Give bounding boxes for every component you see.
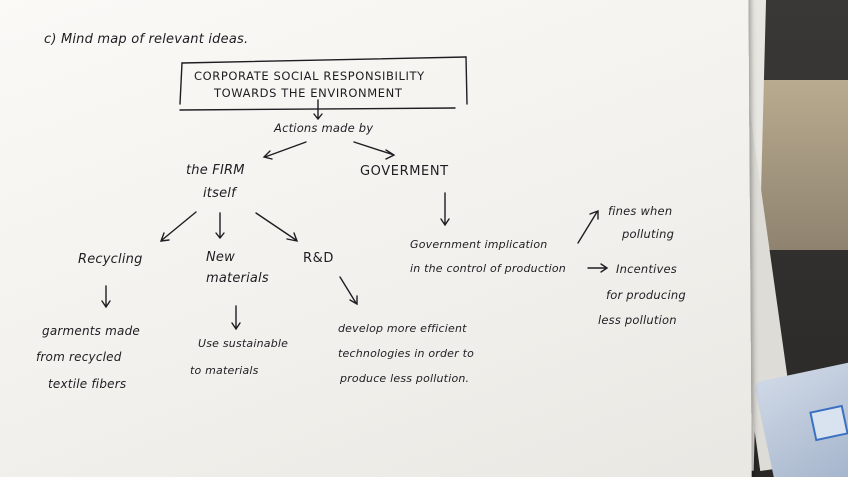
- recycling-label: Recycling: [78, 252, 143, 267]
- arrow-firm-to-rd: [256, 213, 297, 241]
- incentives-line2: for producing: [606, 288, 686, 302]
- fines-line2: polluting: [622, 227, 674, 241]
- rd-label: R&D: [303, 251, 334, 266]
- page-heading: c) Mind map of relevant ideas.: [44, 32, 248, 47]
- incentives-line1: Incentives: [616, 262, 677, 276]
- arrow-materials-down: [232, 306, 240, 329]
- rd-result-1: develop more efficient: [338, 322, 467, 335]
- materials-label-line2: materials: [206, 271, 269, 286]
- materials-result-2: to materials: [190, 364, 259, 377]
- root-box-line2: TOWARDS THE ENVIRONMENT: [214, 86, 402, 100]
- arrow-to-incentives: [588, 264, 607, 272]
- recycling-result-2: from recycled: [36, 350, 122, 364]
- arrow-actions-to-firm: [264, 142, 306, 159]
- recycling-result-3: textile fibers: [48, 377, 126, 391]
- recycling-result-1: garments made: [42, 324, 140, 338]
- materials-result-1: Use sustainable: [198, 337, 288, 350]
- arrow-government-down: [441, 193, 449, 225]
- government-implication-1: Government implication: [410, 238, 547, 251]
- arrow-actions-to-government: [354, 142, 394, 159]
- firm-label: the FIRM: [186, 163, 245, 178]
- arrow-to-fines: [578, 211, 598, 243]
- fines-line1: fines when: [608, 204, 672, 218]
- root-box-line1: CORPORATE SOCIAL RESPONSIBILITY: [194, 69, 425, 83]
- root-box-left: [180, 63, 182, 104]
- firm-label-itself: itself: [203, 186, 236, 201]
- arrow-firm-to-materials: [216, 213, 224, 238]
- rd-result-2: technologies in order to: [338, 347, 474, 360]
- government-implication-2: in the control of production: [410, 262, 566, 275]
- rd-result-3: produce less pollution.: [340, 372, 469, 385]
- materials-label-line1: New: [206, 250, 235, 265]
- root-box-top: [182, 57, 466, 63]
- arrow-recycling-down: [102, 286, 110, 307]
- root-box-right: [466, 57, 467, 104]
- government-label: GOVERMENT: [360, 164, 449, 179]
- incentives-line3: less pollution: [598, 313, 677, 327]
- arrow-rd-down: [340, 277, 357, 304]
- arrow-firm-to-recycling: [161, 212, 196, 241]
- actions-label: Actions made by: [274, 121, 373, 135]
